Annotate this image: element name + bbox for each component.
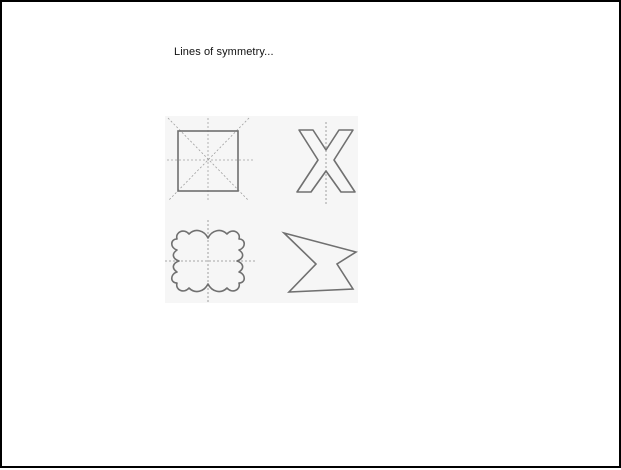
letter-x-figure: [297, 122, 355, 206]
square-figure: [167, 118, 253, 201]
wavy-blob-figure: [165, 220, 255, 302]
slide-title: Lines of symmetry...: [174, 46, 274, 58]
symmetry-figures-svg: [165, 116, 358, 303]
symmetry-figure-panel: [165, 116, 358, 303]
zigzag-shape: [284, 233, 356, 292]
zigzag-figure: [284, 233, 356, 292]
